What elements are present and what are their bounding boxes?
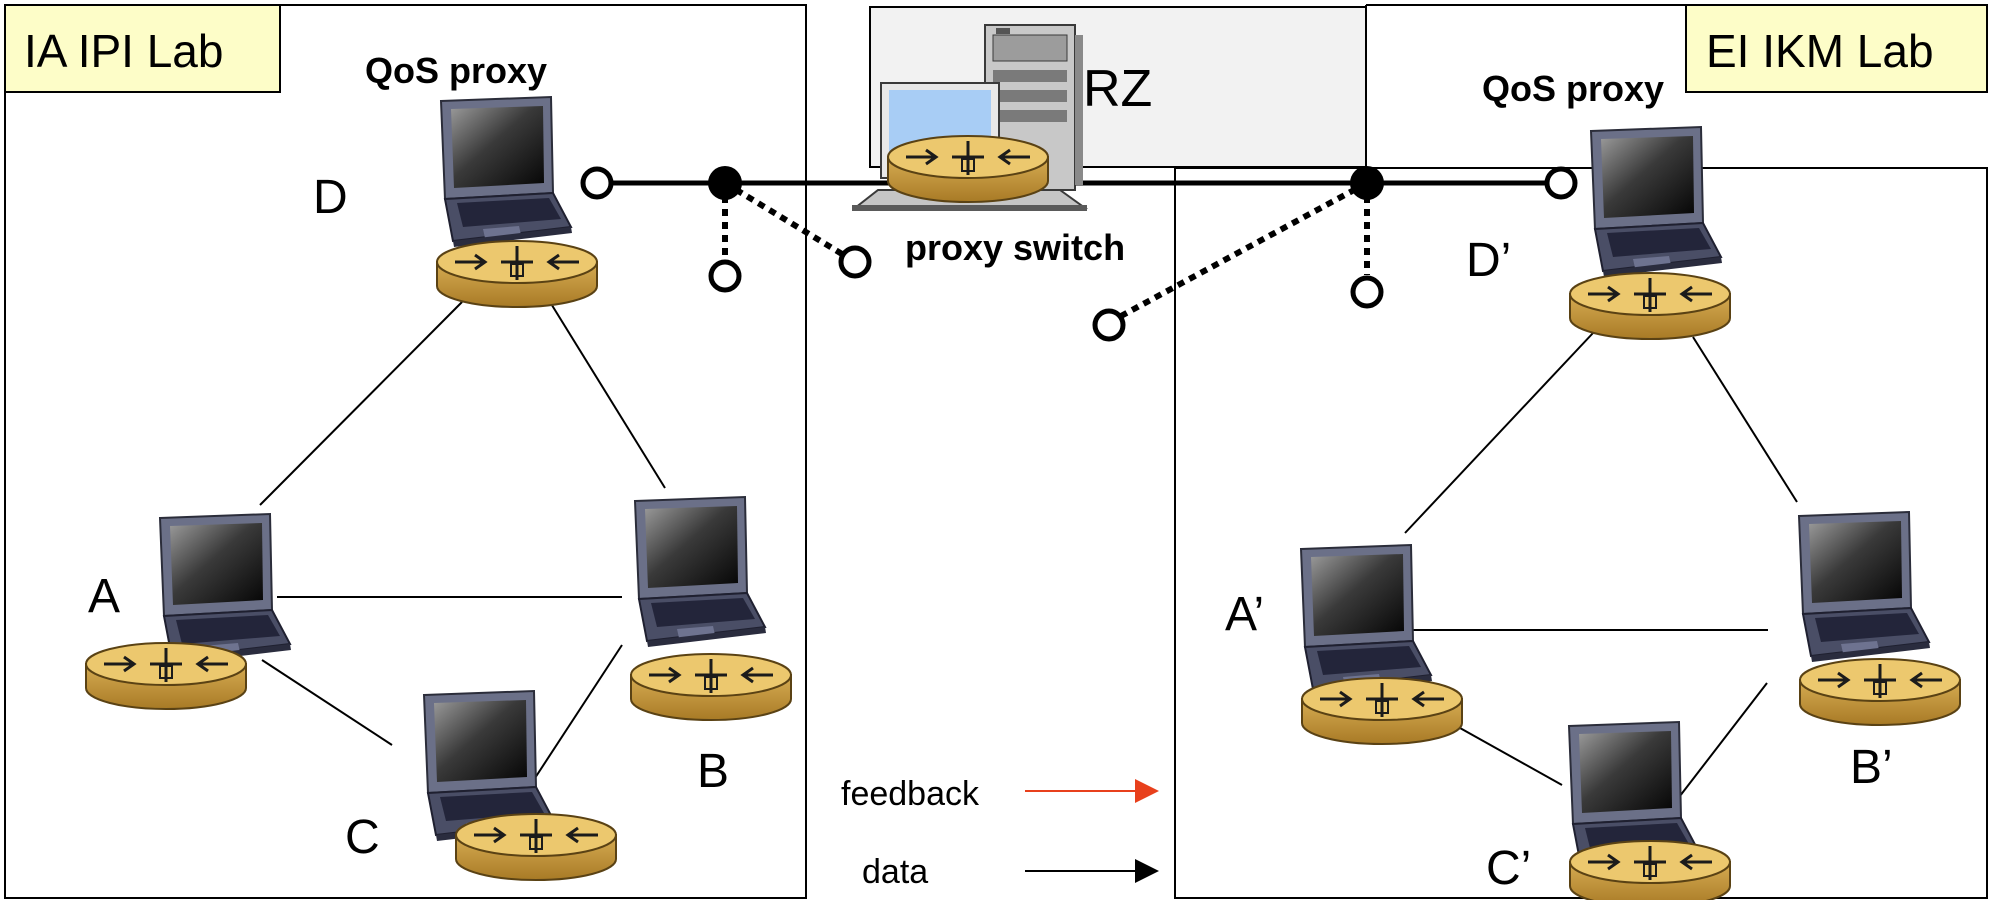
node-d-router-icon — [435, 239, 599, 309]
node-c-router-icon — [454, 812, 618, 882]
node-d-prime-router-icon — [1568, 271, 1732, 341]
node-b-prime-router-icon — [1798, 657, 1962, 727]
right-branch-port-down — [1350, 275, 1384, 309]
right-junction-node — [1350, 166, 1384, 200]
right-lab-links — [1404, 332, 1798, 806]
legend-feedback-label: feedback — [841, 775, 980, 813]
node-a-label: A — [88, 570, 120, 623]
port-circles — [580, 166, 1578, 342]
left-proxy-port — [580, 166, 614, 200]
node-d-laptop-icon — [440, 96, 573, 248]
node-b-prime-laptop-icon — [1798, 511, 1931, 663]
legend-data-label: data — [862, 853, 928, 891]
node-d-prime-laptop-icon — [1590, 126, 1723, 278]
node-c-prime-router-icon — [1568, 839, 1732, 900]
node-c-label: C — [345, 811, 380, 864]
right-proxy-label: QoS proxy — [1482, 68, 1664, 109]
node-c-prime-label: C’ — [1486, 842, 1531, 895]
left-lab-frame — [4, 4, 807, 899]
node-d-label: D — [313, 171, 348, 224]
node-b-laptop-icon — [634, 496, 767, 648]
left-branch-port-diag — [838, 245, 872, 279]
proxy-switch-label: proxy switch — [905, 227, 1125, 268]
left-lab-title-box — [4, 4, 281, 93]
node-a-prime-router-icon — [1300, 676, 1464, 746]
left-proxy-label: QoS proxy — [365, 50, 547, 91]
left-junction-node — [708, 166, 742, 200]
left-branch-port-down — [708, 259, 742, 293]
right-lab-title: EI IKM Lab — [1706, 25, 1934, 77]
node-a-router-icon — [84, 641, 248, 711]
right-lab-title-box — [1685, 4, 1988, 93]
right-branch-port-diag — [1092, 308, 1126, 342]
node-a-prime-laptop-icon — [1300, 544, 1433, 696]
node-a-laptop-icon — [159, 513, 292, 665]
node-a-prime-label: A’ — [1225, 588, 1264, 641]
proxy-switch-router-icon — [886, 134, 1050, 204]
rz-label: RZ — [1083, 60, 1152, 118]
right-proxy-port — [1544, 166, 1578, 200]
left-lab-title: IA IPI Lab — [24, 25, 223, 77]
node-b-label: B — [697, 745, 729, 798]
node-d-prime-label: D’ — [1466, 234, 1511, 287]
node-b-router-icon — [629, 652, 793, 722]
node-b-prime-label: B’ — [1850, 741, 1893, 794]
left-lab-links — [259, 301, 666, 779]
